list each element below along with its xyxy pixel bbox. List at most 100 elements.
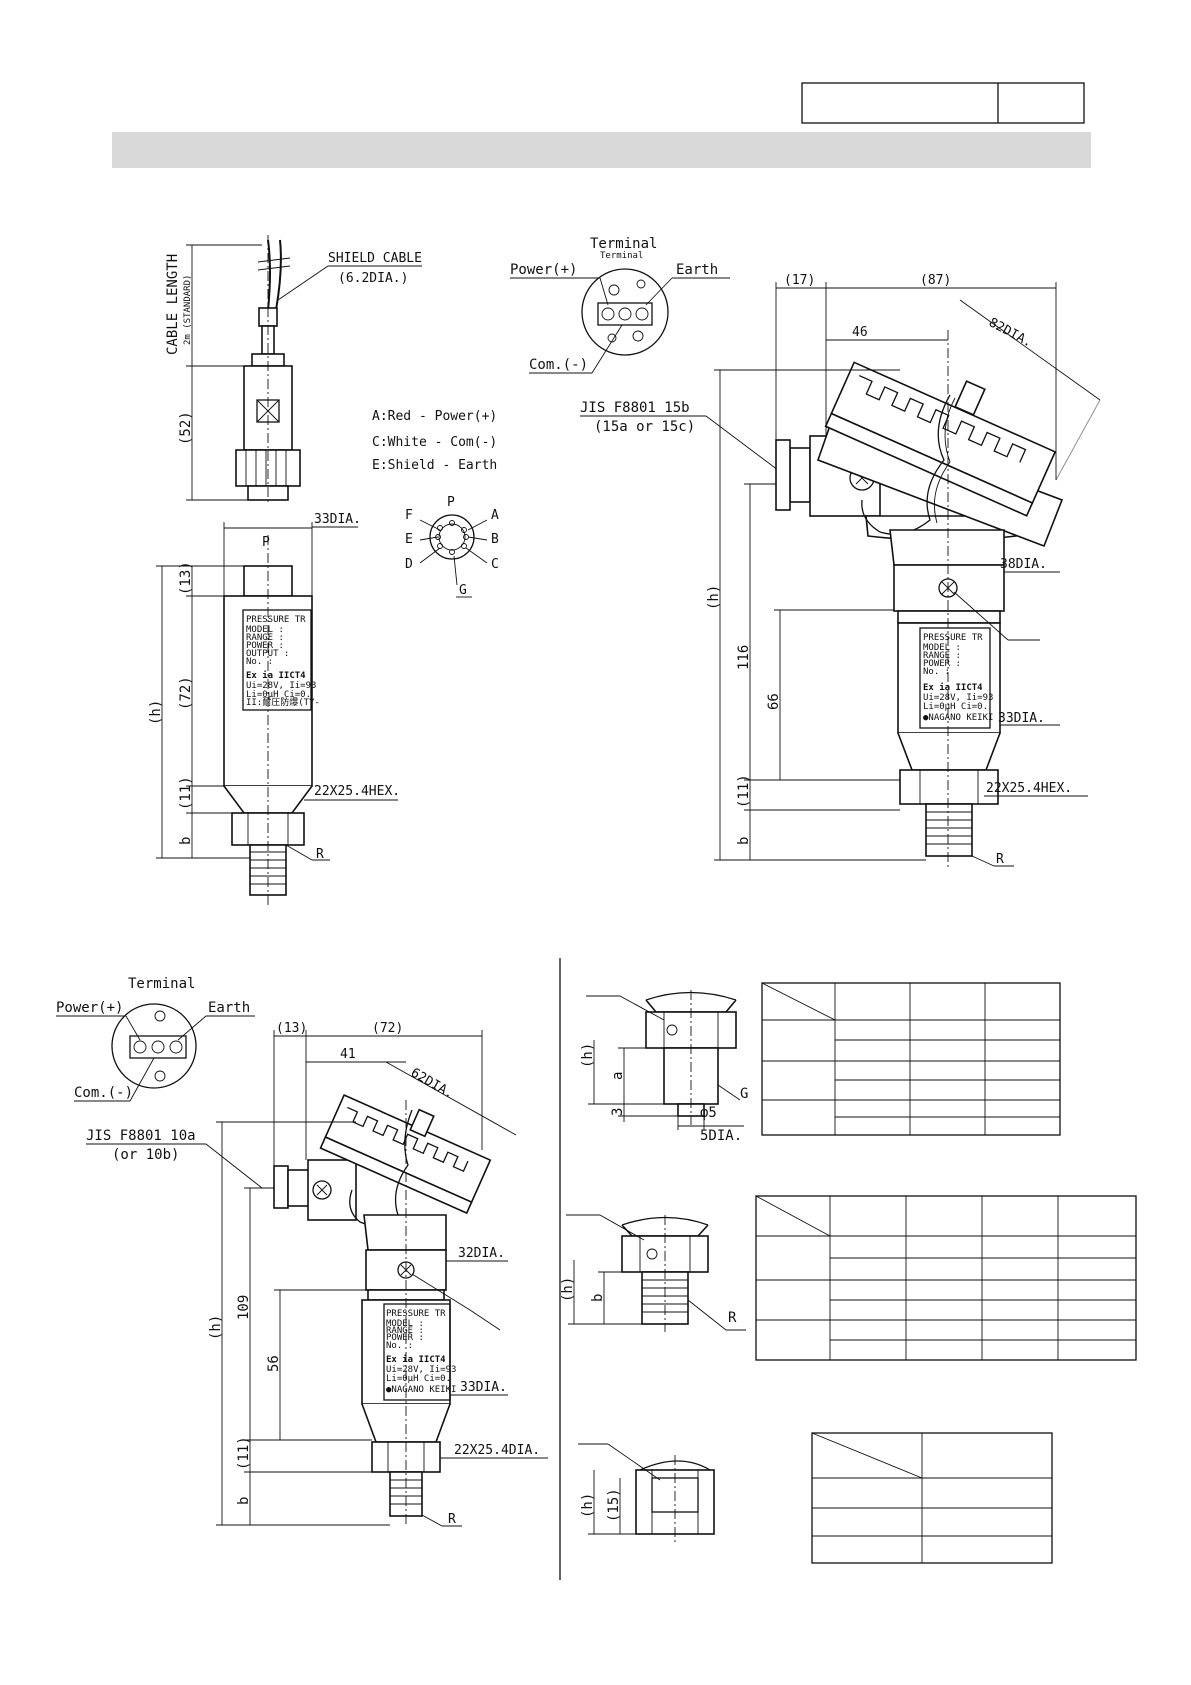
svg-text:Ex ia IICT4: Ex ia IICT4 <box>246 670 306 681</box>
dim-15: (15) <box>606 1488 622 1522</box>
terminal-subtitle: Terminal <box>600 251 643 261</box>
dim-11: (11) <box>178 776 194 810</box>
dim-17: (17) <box>784 273 815 288</box>
dim-46: 46 <box>852 325 868 340</box>
svg-text:OUTPUT :: OUTPUT : <box>246 649 289 659</box>
svg-text:B: B <box>491 532 499 547</box>
dim-33dia-2: 33DIA. <box>998 711 1045 726</box>
r-label-3: R <box>448 1512 456 1527</box>
name-plate-3: PRESSURE TR MODEL : RANGE : POWER : No. … <box>383 1303 456 1401</box>
figure-terminal-head-large: Terminal Terminal Power(+) Earth Com.(-)… <box>510 236 1101 870</box>
dim-b-f2: b <box>590 1294 606 1302</box>
wire-a: A:Red - Power(+) <box>372 409 497 424</box>
terminal-title-3: Terminal <box>128 976 195 992</box>
svg-text:E: E <box>405 532 413 547</box>
r-label: R <box>316 847 324 862</box>
svg-text:●NAGANO KEIKI: ●NAGANO KEIKI <box>923 713 993 723</box>
dia5: 5DIA. <box>700 1128 742 1144</box>
svg-text:Ui=28V, Ii=93: Ui=28V, Ii=93 <box>386 1365 456 1375</box>
table-3 <box>811 1432 1053 1564</box>
wiring-legend: A:Red - Power(+) C:White - Com(-) E:Shie… <box>372 409 499 598</box>
svg-text:No. :: No. : <box>923 667 950 677</box>
dim-13-3: (13) <box>276 1021 307 1036</box>
shield-cable-label: SHIELD CABLE <box>328 251 422 266</box>
jis-alt: (15a or 15c) <box>594 419 695 435</box>
dim-72-3: (72) <box>372 1021 403 1036</box>
svg-text:G: G <box>459 583 467 598</box>
r-label-f2: R <box>728 1310 737 1326</box>
fitting-flush: (h) (15) <box>578 1443 715 1545</box>
dim-h-3: (h) <box>208 1315 224 1340</box>
phi5: φ5 <box>700 1105 717 1121</box>
dim-52: (52) <box>178 411 194 445</box>
svg-text:Ex ia IICT4: Ex ia IICT4 <box>923 682 983 693</box>
dim-62dia: 62DIA. <box>408 1065 456 1101</box>
terminal-title: Terminal <box>590 236 657 252</box>
dim-h-2: (h) <box>706 585 722 610</box>
earth-label-3: Earth <box>208 1000 250 1016</box>
com-label-3: Com.(-) <box>74 1085 133 1101</box>
dim-87: (87) <box>920 273 951 288</box>
fitting-g-thread: (h) a 3 G φ5 5DIA. <box>580 990 748 1144</box>
dim-h-f3: (h) <box>580 1493 596 1518</box>
figure-terminal-head-small: Terminal Power(+) Earth Com.(-) JIS F880… <box>56 976 548 1527</box>
dim-38dia: 38DIA. <box>1000 557 1047 572</box>
svg-text:C: C <box>491 557 499 572</box>
com-label: Com.(-) <box>529 357 588 373</box>
title-block <box>801 82 1085 124</box>
svg-text:PRESSURE TR: PRESSURE TR <box>386 1309 446 1319</box>
svg-text:Li=0μH Ci=0.: Li=0μH Ci=0. <box>246 690 311 700</box>
dim-b-2: b <box>736 837 752 845</box>
fitting-r-thread: (h) b R <box>560 1214 746 1332</box>
svg-text:Ui=28V, Ii=93: Ui=28V, Ii=93 <box>246 681 316 691</box>
dim-56: 56 <box>266 1355 282 1372</box>
svg-text:No. :: No. : <box>246 657 273 667</box>
title-bar <box>112 132 1091 168</box>
dim-h: (h) <box>148 700 164 725</box>
dim-82dia: 82DIA. <box>986 315 1035 350</box>
hex-label-3: 22X25.4DIA. <box>454 1443 540 1458</box>
svg-text:RANGE :: RANGE : <box>246 633 284 643</box>
svg-text:POWER :: POWER : <box>386 1333 424 1343</box>
svg-text:MODEL :: MODEL : <box>386 1319 424 1329</box>
dim-b-3: b <box>236 1497 252 1505</box>
svg-text:Li=0μH Ci=0.: Li=0μH Ci=0. <box>923 702 988 712</box>
dim-66: 66 <box>766 693 782 710</box>
wire-e: E:Shield - Earth <box>372 458 497 473</box>
svg-text:Ex ia IICT4: Ex ia IICT4 <box>386 1354 446 1365</box>
dim-h-f1: (h) <box>580 1043 596 1068</box>
label-p: P <box>262 535 270 550</box>
svg-text:Li=0μH Ci=0.: Li=0μH Ci=0. <box>386 1374 451 1384</box>
dim-32dia: 32DIA. <box>458 1246 505 1261</box>
dim-41: 41 <box>340 1047 356 1062</box>
dim-13: (13) <box>178 561 194 595</box>
dim-h-f2: (h) <box>560 1277 576 1302</box>
svg-text:D: D <box>405 557 413 572</box>
cable-length-label: CABLE LENGTH <box>165 254 181 355</box>
svg-text:RANGE :: RANGE : <box>386 1326 424 1336</box>
svg-text:RANGE :: RANGE : <box>923 651 961 661</box>
dim-33dia-3: 33DIA. <box>460 1380 507 1395</box>
dim-72: (72) <box>178 676 194 710</box>
dim-11-2: (11) <box>736 774 752 808</box>
svg-text:POWER :: POWER : <box>923 659 961 669</box>
dim-b: b <box>178 837 194 845</box>
dim-33dia: 33DIA. <box>314 512 361 527</box>
svg-text:P: P <box>447 495 455 510</box>
svg-text:PRESSURE TR: PRESSURE TR <box>246 615 306 625</box>
dim-11-3: (11) <box>236 1436 252 1470</box>
svg-text:No. :: No. : <box>386 1341 413 1351</box>
cable-std-label: 2m (STANDARD) <box>183 275 193 345</box>
dim-109: 109 <box>236 1295 252 1320</box>
jis-alt-3: (or 10b) <box>112 1147 179 1163</box>
wire-c: C:White - Com(-) <box>372 435 497 450</box>
hex-label-2: 22X25.4HEX. <box>986 781 1072 796</box>
figure-cable-type: CABLE LENGTH 2m (STANDARD) (52) SHIELD C… <box>148 235 422 905</box>
svg-text:MODEL :: MODEL : <box>246 625 284 635</box>
table-2 <box>755 1195 1137 1361</box>
svg-text:POWER :: POWER : <box>246 641 284 651</box>
svg-text:A: A <box>491 508 499 523</box>
shield-cable-dia: (6.2DIA.) <box>338 271 408 286</box>
svg-text:F: F <box>405 508 413 523</box>
